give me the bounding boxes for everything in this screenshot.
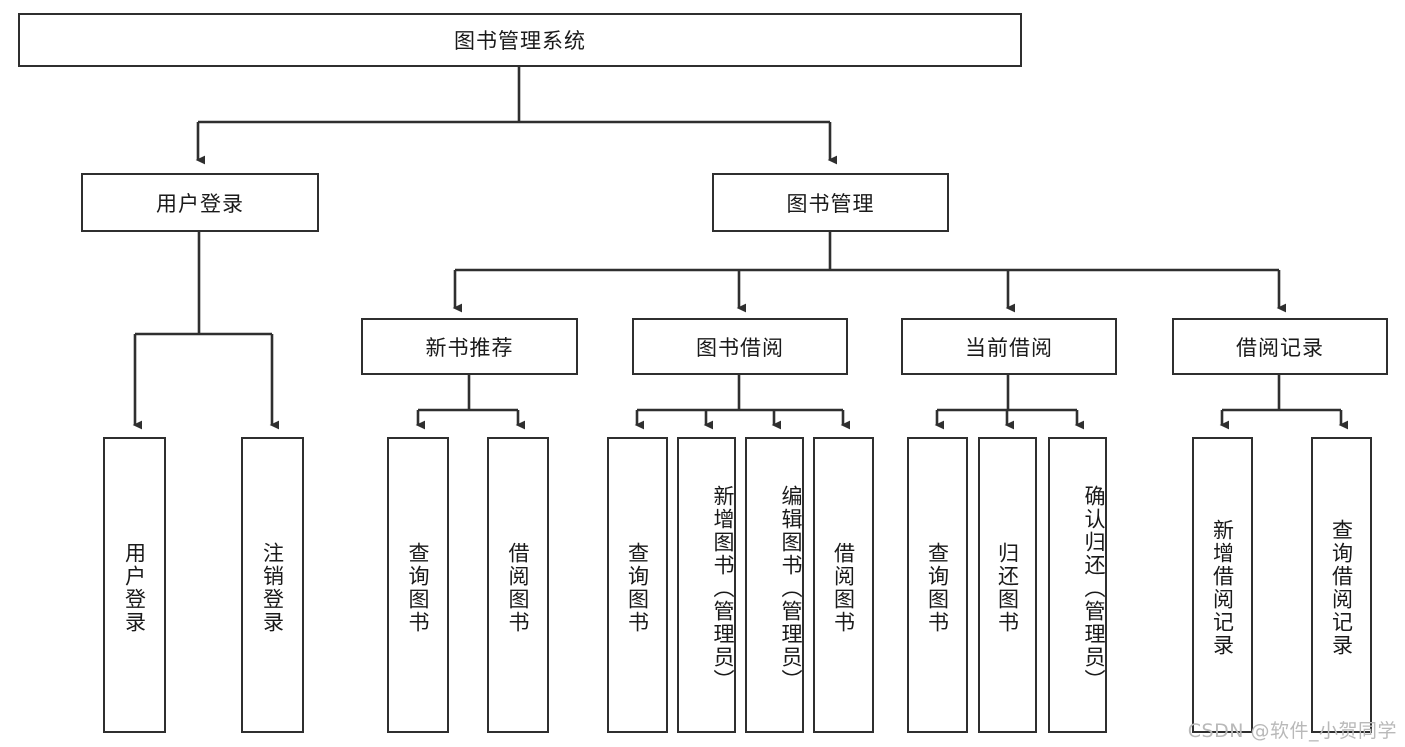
node-label: 图书管理 bbox=[786, 191, 875, 216]
node-label: 新增图书（管理员） bbox=[711, 484, 735, 692]
leaf-query-borrow-record[interactable]: 查询借阅记录 bbox=[1311, 437, 1372, 733]
node-label: 新书推荐 bbox=[425, 335, 514, 360]
node-label: 图书管理系统 bbox=[454, 29, 586, 53]
leaf-return-book[interactable]: 归还图书 bbox=[978, 437, 1037, 733]
node-label: 当前借阅 bbox=[965, 335, 1053, 360]
node-label: 借阅图书 bbox=[831, 542, 856, 634]
leaf-logout[interactable]: 注销登录 bbox=[241, 437, 304, 733]
leaf-add-borrow-record[interactable]: 新增借阅记录 bbox=[1192, 437, 1253, 733]
node-label: 归还图书 bbox=[995, 542, 1020, 634]
node-current-borrow[interactable]: 当前借阅 bbox=[901, 318, 1117, 375]
node-label: 查询借阅记录 bbox=[1329, 519, 1354, 657]
node-label: 注销登录 bbox=[260, 542, 285, 634]
leaf-borrow-book-new[interactable]: 借阅图书 bbox=[487, 437, 549, 733]
node-label: 图书借阅 bbox=[696, 335, 784, 360]
watermark: CSDN @软件_小贺同学 bbox=[1187, 720, 1397, 742]
leaf-query-book-current[interactable]: 查询图书 bbox=[907, 437, 968, 733]
leaf-query-book-new[interactable]: 查询图书 bbox=[387, 437, 449, 733]
leaf-confirm-return-admin[interactable]: 确认归还（管理员） bbox=[1048, 437, 1107, 733]
node-book-borrow[interactable]: 图书借阅 bbox=[632, 318, 848, 375]
node-new-book-recommend[interactable]: 新书推荐 bbox=[361, 318, 578, 375]
node-label: 编辑图书（管理员） bbox=[779, 484, 803, 692]
leaf-add-book-admin[interactable]: 新增图书（管理员） bbox=[677, 437, 736, 733]
node-label: 确认归还（管理员） bbox=[1082, 484, 1106, 692]
leaf-borrow-book[interactable]: 借阅图书 bbox=[813, 437, 874, 733]
node-label: 用户登录 bbox=[156, 191, 244, 216]
node-root-system[interactable]: 图书管理系统 bbox=[18, 13, 1022, 67]
leaf-query-book-borrow[interactable]: 查询图书 bbox=[607, 437, 668, 733]
node-label: 新增借阅记录 bbox=[1210, 519, 1235, 657]
node-label: 查询图书 bbox=[925, 542, 950, 634]
node-label: 借阅记录 bbox=[1236, 335, 1324, 360]
node-label: 用户登录 bbox=[122, 542, 147, 634]
leaf-edit-book-admin[interactable]: 编辑图书（管理员） bbox=[745, 437, 804, 733]
node-label: 借阅图书 bbox=[506, 542, 531, 634]
node-borrow-record[interactable]: 借阅记录 bbox=[1172, 318, 1388, 375]
node-label: 查询图书 bbox=[406, 542, 431, 634]
node-user-login[interactable]: 用户登录 bbox=[81, 173, 319, 232]
leaf-user-login[interactable]: 用户登录 bbox=[103, 437, 166, 733]
node-label: 查询图书 bbox=[625, 542, 650, 634]
node-book-management[interactable]: 图书管理 bbox=[712, 173, 949, 232]
